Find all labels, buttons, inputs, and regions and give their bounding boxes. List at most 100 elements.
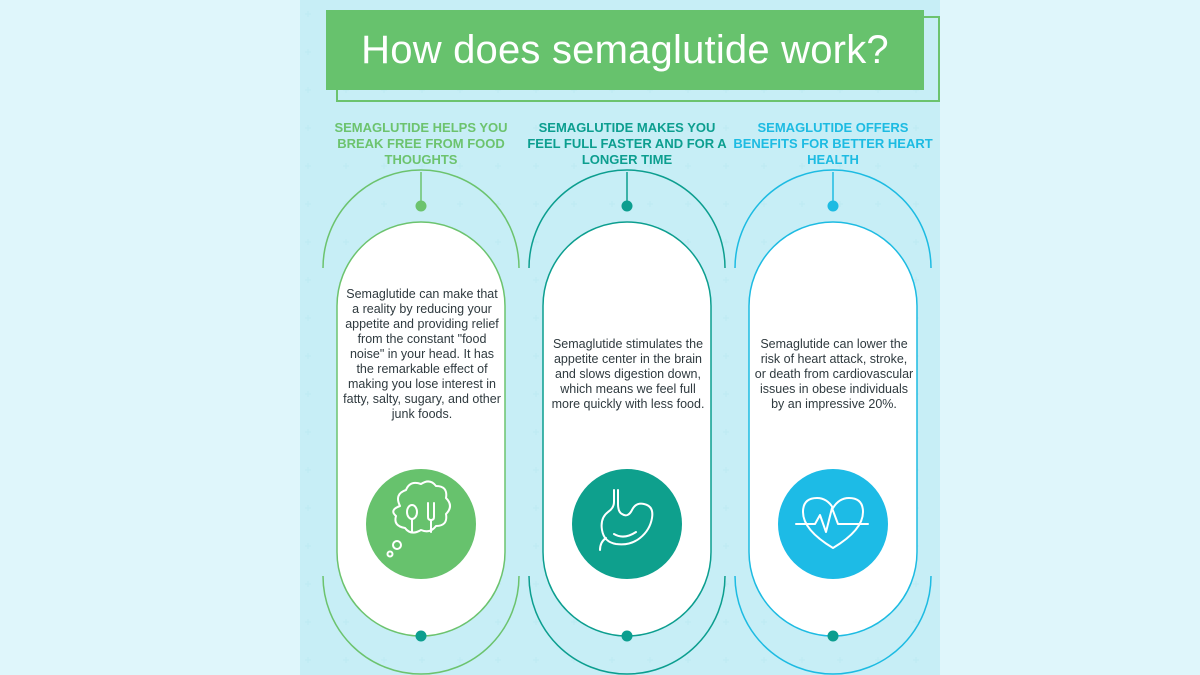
plus-mark (723, 467, 729, 473)
plus-mark (305, 277, 311, 283)
plus-mark (305, 619, 311, 625)
plus-mark (305, 239, 311, 245)
plus-mark (761, 125, 767, 131)
plus-mark (723, 657, 729, 663)
plus-mark (305, 581, 311, 587)
plus-mark (495, 619, 501, 625)
plus-mark (343, 619, 349, 625)
page-title: How does semaglutide work? (361, 27, 889, 72)
plus-mark (495, 657, 501, 663)
plus-mark (343, 125, 349, 131)
plus-mark (457, 125, 463, 131)
plus-mark (533, 391, 539, 397)
plus-mark (761, 201, 767, 207)
plus-mark (533, 581, 539, 587)
column-1-graphic (322, 169, 520, 675)
plus-mark (723, 277, 729, 283)
food-thought-icon (386, 480, 451, 558)
plus-mark (533, 239, 539, 245)
plus-mark (381, 657, 387, 663)
connector-dot-bottom (415, 630, 427, 642)
plus-mark (609, 125, 615, 131)
column-body-food-thoughts: Semaglutide can make that a reality by r… (343, 287, 501, 421)
plus-mark (533, 505, 539, 511)
plus-mark (533, 619, 539, 625)
title-banner: How does semaglutide work? (326, 10, 924, 90)
column-heading-heart-health: SEMAGLUTIDE OFFERS BENEFITS FOR BETTER H… (733, 120, 933, 167)
plus-mark (685, 201, 691, 207)
plus-mark (913, 277, 919, 283)
plus-mark (343, 657, 349, 663)
icon-circle (778, 469, 888, 579)
plus-mark (305, 87, 311, 93)
icon-circle (366, 469, 476, 579)
plus-mark (495, 239, 501, 245)
plus-mark (571, 201, 577, 207)
plus-mark (647, 125, 653, 131)
icon-circle (572, 469, 682, 579)
plus-mark (533, 657, 539, 663)
stomach-icon (599, 489, 654, 551)
plus-mark (761, 239, 767, 245)
plus-mark (723, 315, 729, 321)
plus-mark (533, 125, 539, 131)
plus-mark (761, 657, 767, 663)
plus-mark (723, 353, 729, 359)
plus-mark (457, 657, 463, 663)
outer-arc-bottom (734, 575, 932, 675)
plus-mark (647, 163, 653, 169)
plus-mark (723, 429, 729, 435)
plus-mark (305, 11, 311, 17)
plus-mark (305, 353, 311, 359)
plus-mark (305, 201, 311, 207)
outer-arc-bottom (528, 575, 726, 675)
plus-mark (685, 657, 691, 663)
connector-dot-top (415, 200, 427, 212)
plus-mark (685, 163, 691, 169)
plus-mark (305, 163, 311, 169)
plus-mark (723, 201, 729, 207)
plus-mark (913, 125, 919, 131)
heart-pulse-icon (795, 497, 869, 549)
plus-mark (533, 429, 539, 435)
plus-mark (381, 125, 387, 131)
connector-dot-top (621, 200, 633, 212)
plus-mark (305, 657, 311, 663)
plus-mark (533, 277, 539, 283)
column-heading-food-thoughts: SEMAGLUTIDE HELPS YOU BREAK FREE FROM FO… (334, 120, 508, 167)
connector-dot-bottom (827, 630, 839, 642)
plus-mark (343, 239, 349, 245)
plus-mark (419, 125, 425, 131)
plus-mark (685, 619, 691, 625)
column-heading-feel-full: SEMAGLUTIDE MAKES YOU FEEL FULL FASTER A… (527, 120, 727, 167)
plus-mark (533, 315, 539, 321)
plus-mark (875, 201, 881, 207)
plus-mark (875, 163, 881, 169)
plus-mark (381, 163, 387, 169)
plus-mark (533, 467, 539, 473)
plus-mark (419, 657, 425, 663)
outer-arc-bottom (322, 575, 520, 675)
plus-mark (305, 125, 311, 131)
plus-mark (533, 543, 539, 549)
plus-mark (381, 201, 387, 207)
plus-mark (723, 391, 729, 397)
connector-dot-bottom (621, 630, 633, 642)
plus-mark (913, 201, 919, 207)
plus-mark (305, 315, 311, 321)
plus-mark (799, 657, 805, 663)
plus-mark (761, 619, 767, 625)
plus-mark (799, 163, 805, 169)
plus-mark (305, 505, 311, 511)
plus-mark (647, 657, 653, 663)
outer-arc-top (528, 169, 726, 269)
column-2-graphic (528, 169, 726, 675)
plus-mark (723, 505, 729, 511)
plus-mark (647, 201, 653, 207)
column-body-heart-health: Semaglutide can lower the risk of heart … (754, 337, 914, 411)
plus-mark (723, 543, 729, 549)
plus-mark (723, 125, 729, 131)
plus-mark (495, 125, 501, 131)
